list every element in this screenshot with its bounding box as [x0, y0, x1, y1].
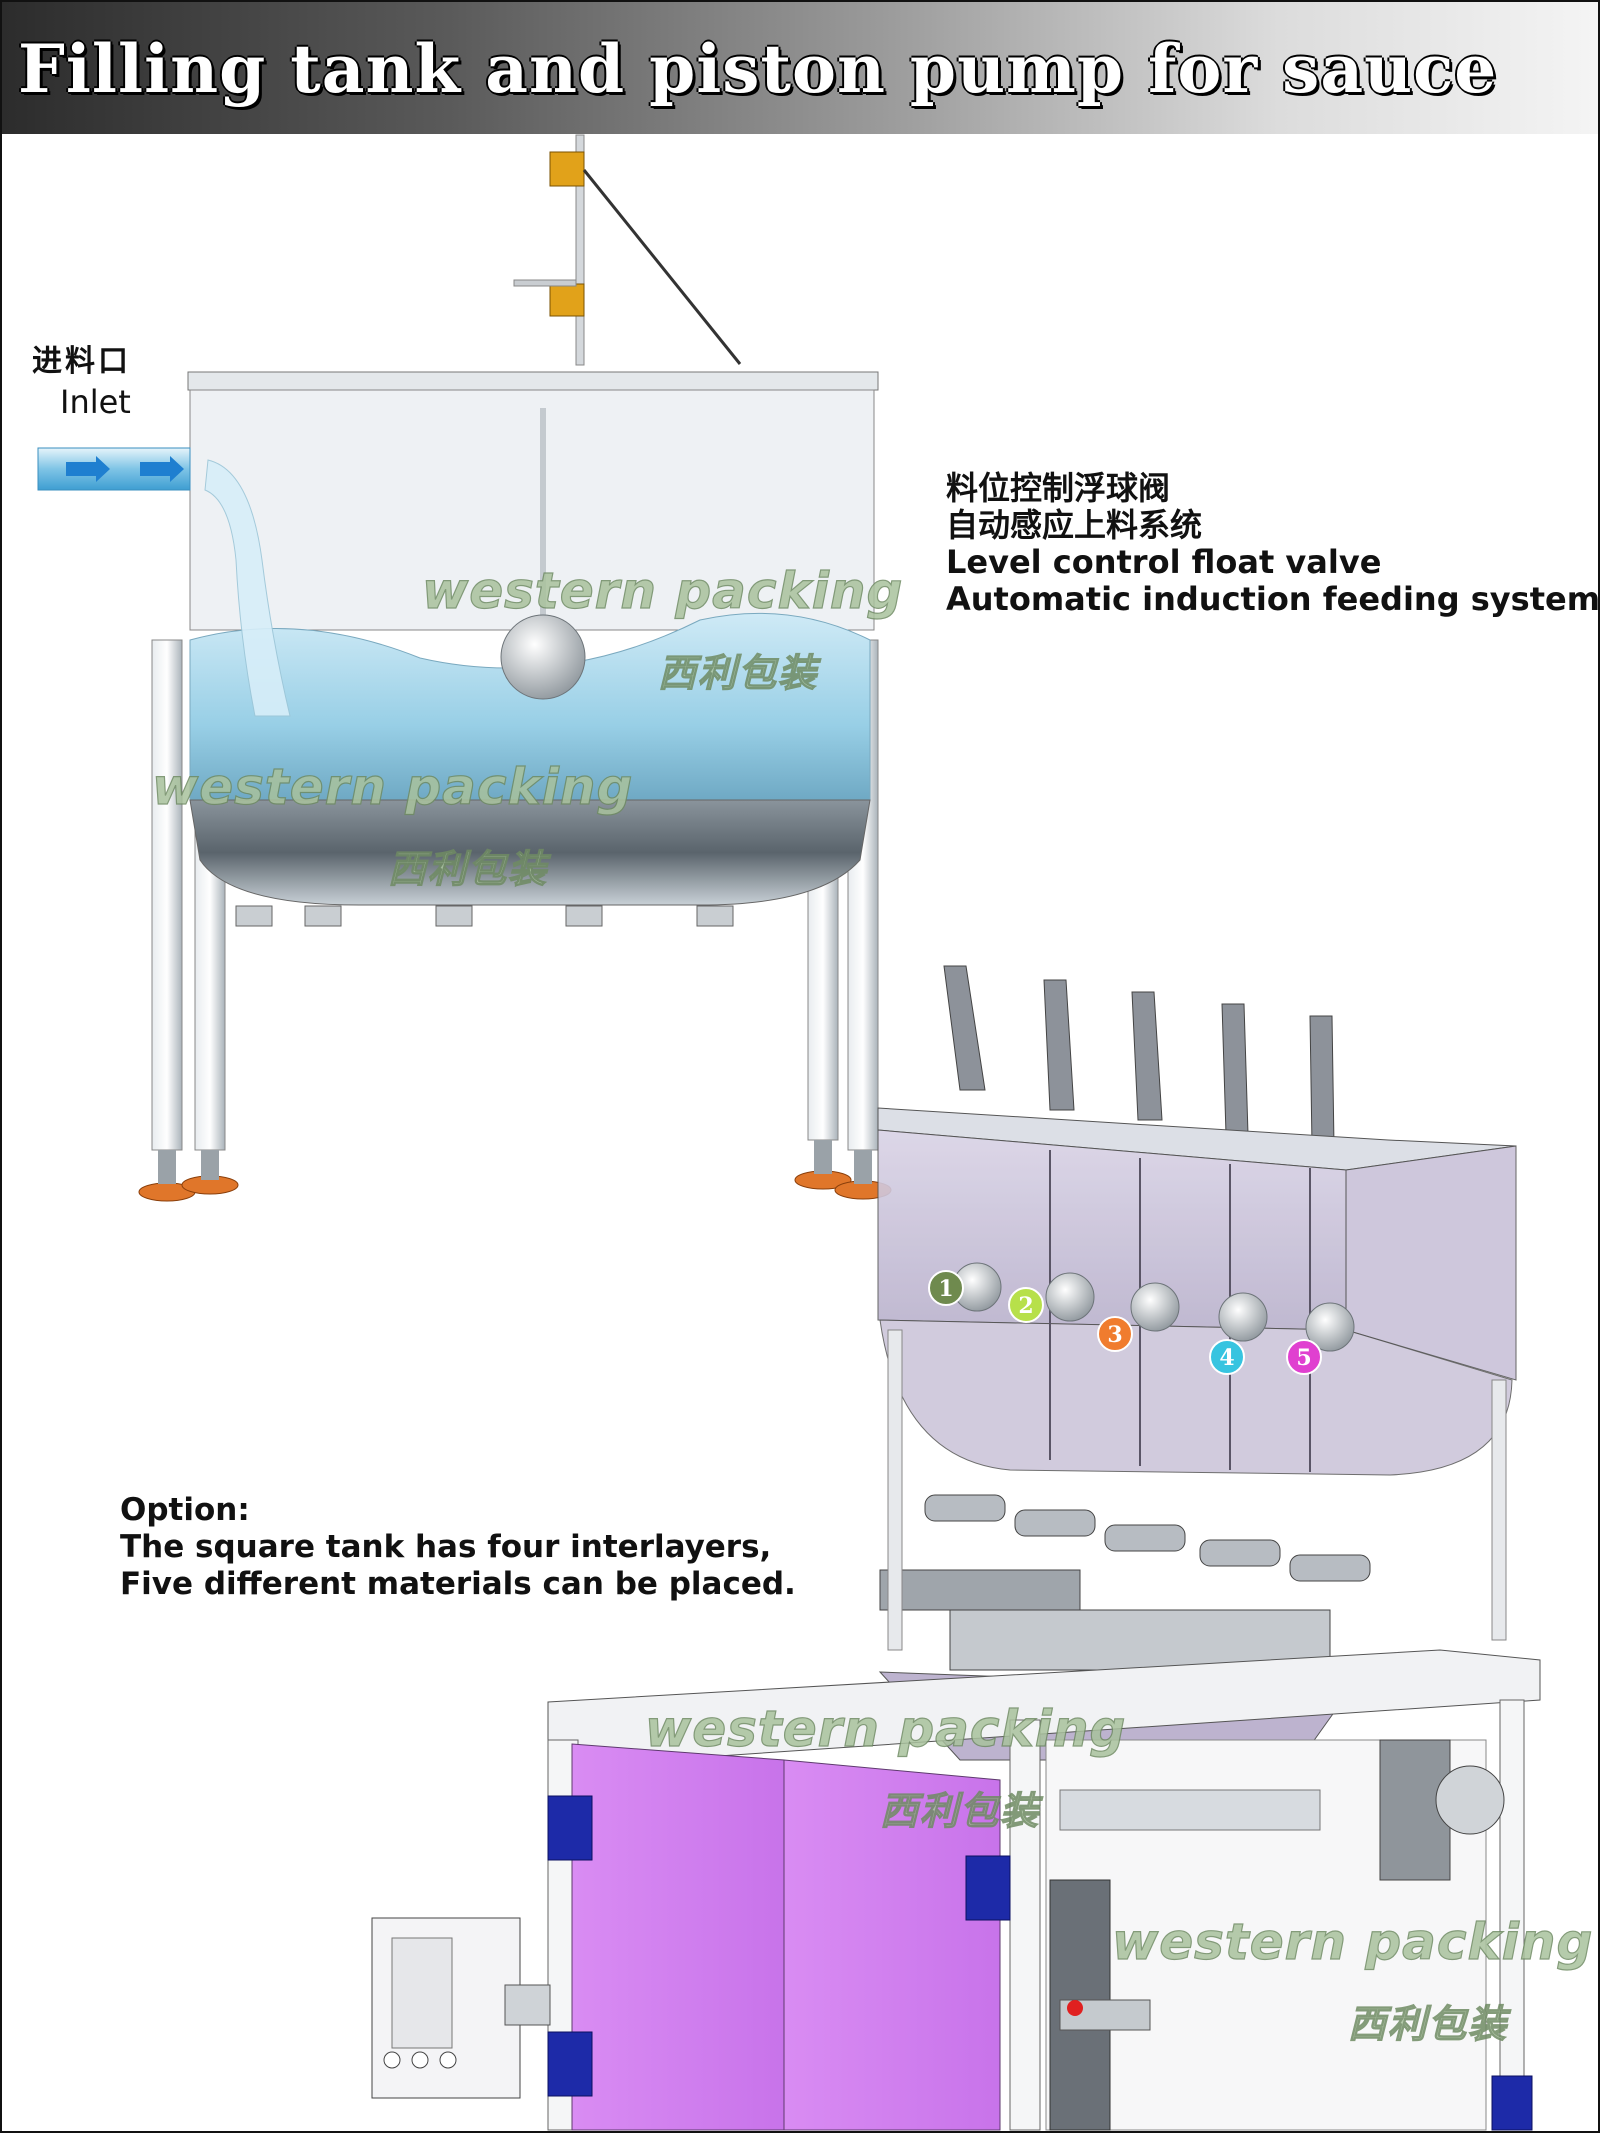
- door-hinges: [547, 1795, 1533, 2131]
- compartment-float-balls: [952, 1262, 1355, 1352]
- piston-pumps: [879, 1494, 1371, 1671]
- square-tank-side: [1345, 1145, 1517, 1381]
- level-sensor-top: [549, 151, 585, 187]
- level-control-caption: 料位控制浮球阀 自动感应上料系统 Level control float val…: [946, 470, 1600, 618]
- svg-text:5: 5: [1296, 1345, 1311, 1371]
- tank-lid: [187, 371, 879, 391]
- watermark-cn: 西利包装: [879, 1788, 1041, 1833]
- sensor-mast: [575, 134, 585, 366]
- option-line-1: The square tank has four interlayers,: [120, 1529, 772, 1565]
- option-caption: Option: The square tank has four interla…: [120, 1492, 796, 1603]
- watermark-cn: 西利包装: [387, 846, 549, 891]
- watermark-cn: 西利包装: [1347, 2001, 1509, 2046]
- svg-text:1: 1: [938, 1276, 953, 1302]
- watermark-en: western packing: [1111, 1912, 1594, 1971]
- inlet-stream: [204, 459, 291, 717]
- title-bar: Filling tank and piston pump for sauce: [2, 2, 1598, 134]
- tank-outlets: [235, 905, 734, 927]
- upper-tank: [138, 134, 892, 1202]
- compartment-badge-5: 5: [1286, 1339, 1322, 1375]
- watermark-cn: 西利包装: [657, 650, 819, 695]
- level-sensor-bottom: [549, 283, 585, 317]
- option-heading: Option:: [120, 1492, 250, 1528]
- cabinet-door-right: [783, 1759, 1001, 2131]
- filling-machine: [371, 965, 1541, 2131]
- flow-arrow-icon: [66, 456, 110, 482]
- tank-upper-wall: [189, 389, 875, 631]
- watermark-en: western packing: [421, 561, 904, 620]
- level-control-line-cn-1: 料位控制浮球阀: [946, 469, 1171, 507]
- touch-screen: [391, 1937, 453, 2049]
- option-line-2: Five different materials can be placed.: [120, 1566, 796, 1602]
- watermark-en: western packing: [644, 1699, 1127, 1758]
- sensor-cable: [582, 169, 742, 365]
- svg-text:4: 4: [1219, 1345, 1234, 1371]
- compartment-badge-4: 4: [1209, 1339, 1245, 1375]
- level-control-line-en-2: Automatic induction feeding system: [946, 580, 1600, 618]
- svg-text:3: 3: [1107, 1322, 1122, 1348]
- compartment-badge-3: 3: [1097, 1316, 1133, 1352]
- compartment-badge-1: 1: [928, 1270, 964, 1306]
- emergency-button-icon: [1067, 2000, 1083, 2016]
- inlet-label-en: Inlet: [60, 383, 131, 421]
- tank-leg: [151, 639, 183, 1151]
- level-control-line-en-1: Level control float valve: [946, 543, 1382, 581]
- watermark-en: western packing: [151, 757, 634, 816]
- tank-bottom: [189, 799, 871, 906]
- cabinet-door-left: [571, 1743, 785, 2131]
- float-ball: [500, 614, 586, 700]
- inlet-label-cn: 进料口: [32, 344, 131, 379]
- svg-text:2: 2: [1018, 1293, 1033, 1319]
- compartment-badge-2: 2: [1008, 1287, 1044, 1323]
- flow-arrow-icon: [140, 456, 184, 482]
- compartment-badges: 1 2 3 4 5: [928, 1270, 1322, 1375]
- page-title: Filling tank and piston pump for sauce: [18, 30, 1498, 108]
- inlet-pipe: [37, 447, 191, 491]
- level-control-line-cn-2: 自动感应上料系统: [946, 506, 1203, 544]
